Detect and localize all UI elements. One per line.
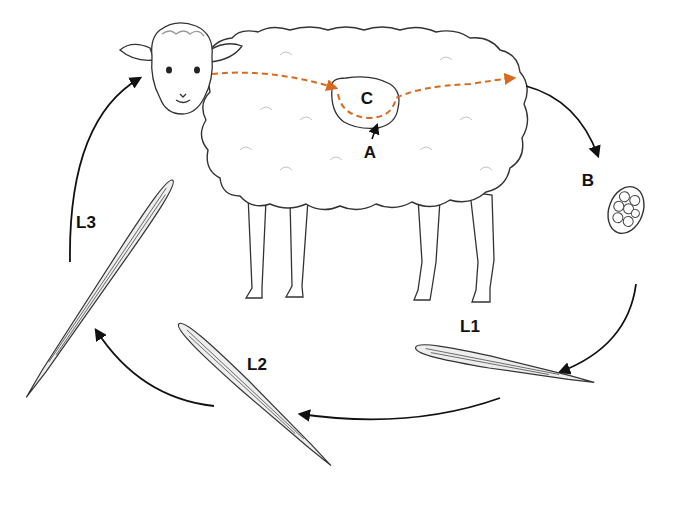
wool-texture (240, 52, 492, 170)
stage-label: B (582, 172, 594, 189)
sheep-body (201, 27, 527, 210)
migration-path (338, 78, 514, 118)
stage-label: L2 (247, 356, 267, 373)
organ-outline (332, 77, 399, 129)
pointer-arrow (372, 125, 377, 139)
sheep-head (120, 23, 242, 114)
stage-label: L3 (76, 214, 96, 231)
stage-label: L1 (460, 318, 480, 335)
larva-l3 (22, 177, 178, 400)
stage-label: C (361, 90, 373, 107)
larva-l2 (174, 319, 335, 470)
larva-l1 (414, 341, 595, 388)
stage-label: A (364, 144, 376, 161)
egg (602, 182, 650, 239)
sheep-legs (246, 192, 494, 302)
migration-path (212, 73, 336, 88)
cycle-arrows (70, 78, 636, 419)
